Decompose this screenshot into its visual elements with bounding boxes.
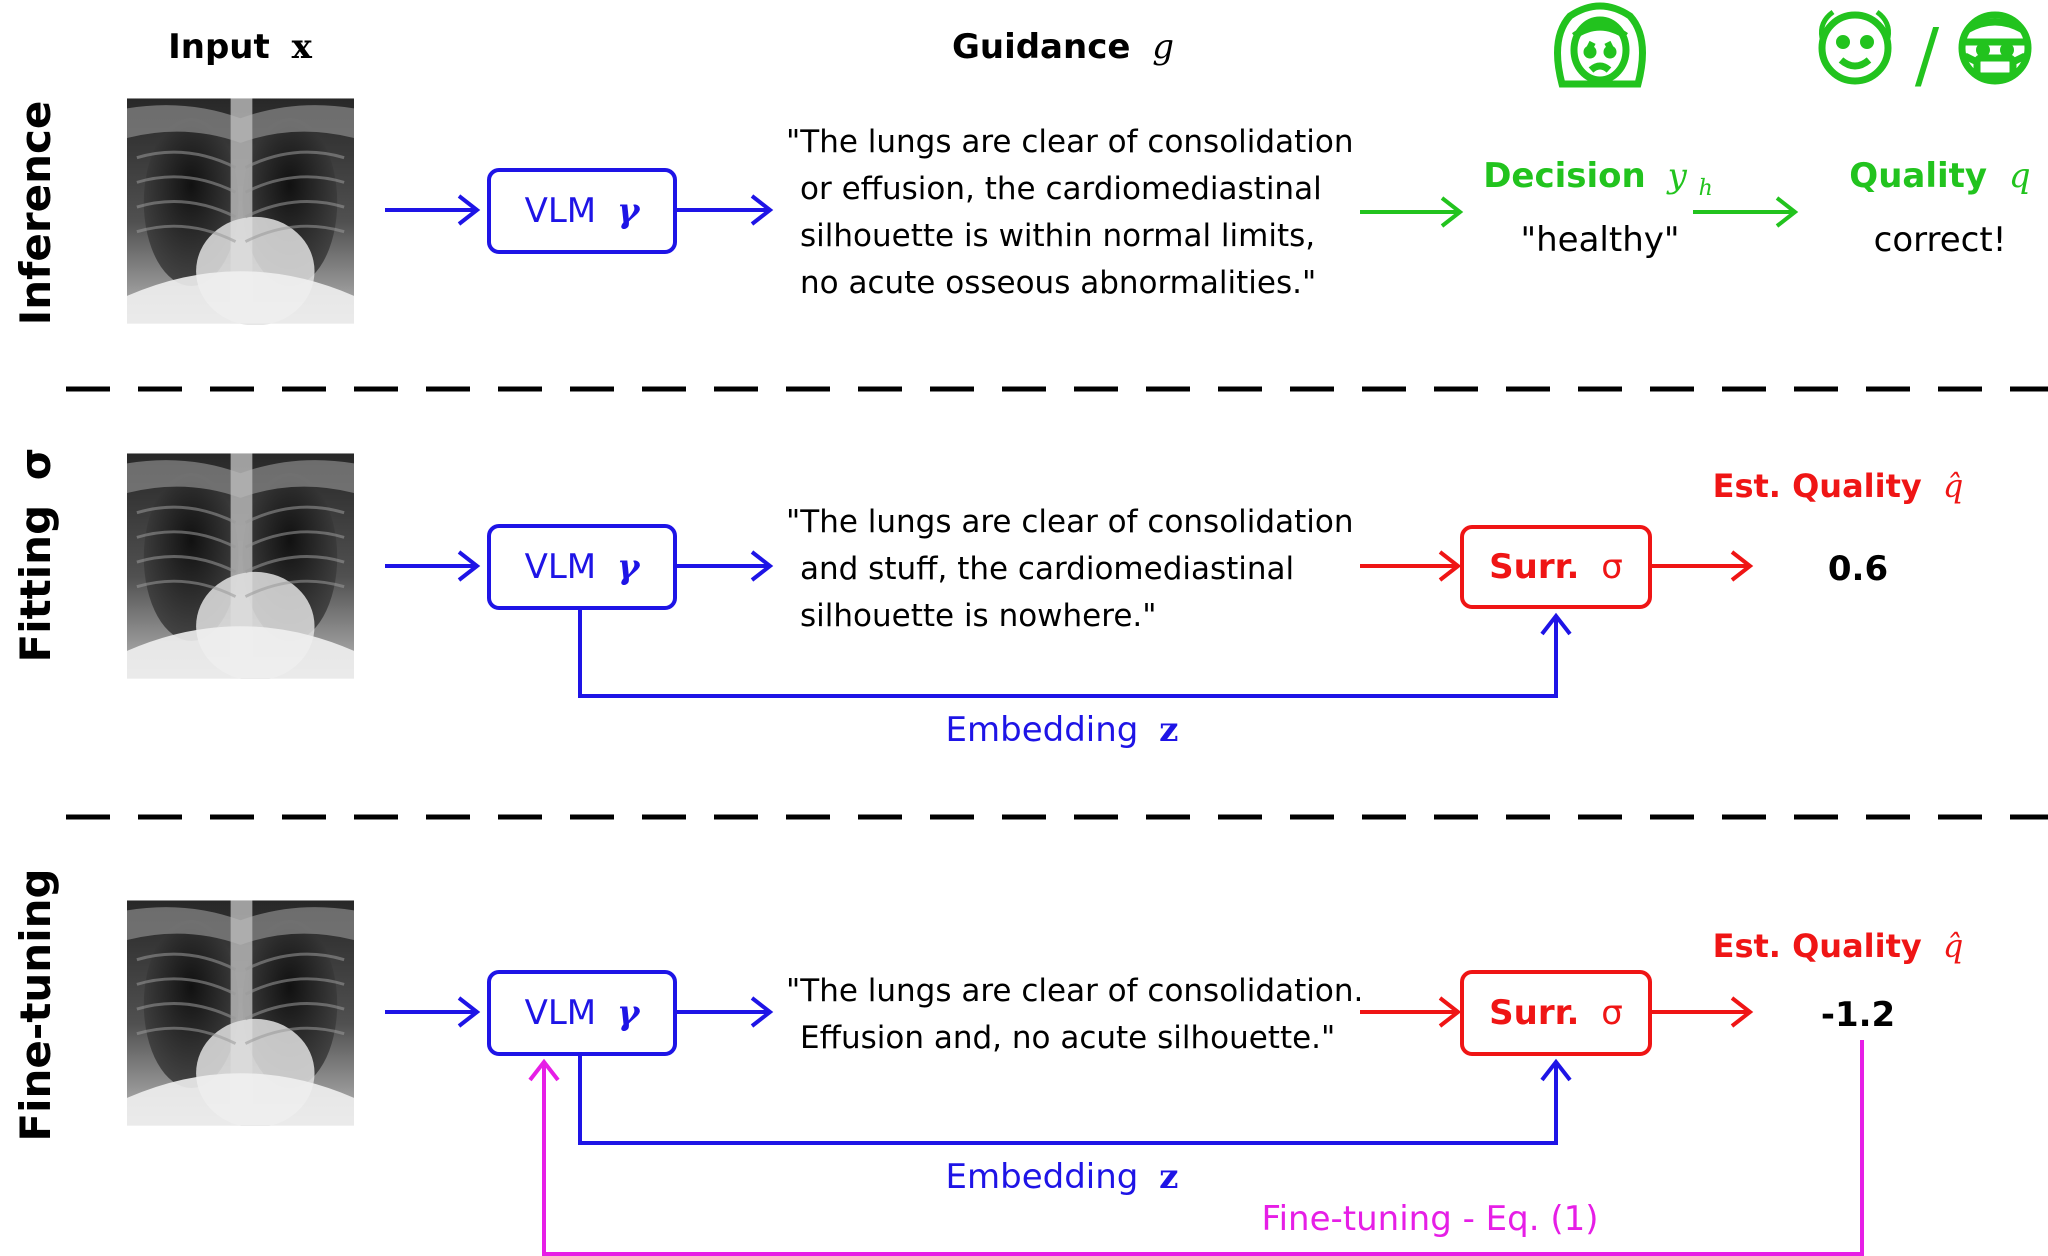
- row-title-finetuning: Fine-tuning: [11, 868, 60, 1141]
- est-quality-value: -1.2: [1821, 995, 1895, 1035]
- svg-text:"The lungs are clear of consol: "The lungs are clear of consolidation: [786, 504, 1353, 540]
- svg-text:"The lungs are clear of consol: "The lungs are clear of consolidation: [786, 124, 1353, 160]
- quality-heading: Quality q: [1849, 156, 2030, 196]
- surrogate-box-label: Surr. σ: [1489, 993, 1623, 1033]
- svg-text:no acute osseous abnormalities: no acute osseous abnormalities.": [800, 265, 1316, 301]
- decision-heading: Decision y h: [1483, 156, 1713, 201]
- chest-xray-image: [127, 900, 354, 1126]
- doctor-with-mask-icon: [1958, 11, 2032, 85]
- guidance-symbol: g: [1152, 27, 1174, 67]
- guidance-label: Guidance: [952, 27, 1130, 67]
- est-quality-heading: Est. Quality q̂: [1713, 927, 1964, 965]
- vlm-box-label: VLM γ: [525, 993, 641, 1033]
- chest-xray-image: [127, 453, 354, 679]
- finetuning-feedback-label: Fine-tuning - Eq. (1): [1262, 1199, 1599, 1239]
- est-quality-value: 0.6: [1828, 549, 1888, 589]
- row-title-fitting: Fitting σ: [11, 448, 60, 663]
- embedding-connector: [578, 608, 1558, 698]
- vlm-box-label: VLM γ: [525, 191, 641, 231]
- est-quality-heading: Est. Quality q̂: [1713, 467, 1964, 505]
- row-title-inference: Inference: [11, 101, 60, 326]
- input-header: Input x: [168, 27, 313, 67]
- svg-text:or effusion, the cardiomediast: or effusion, the cardiomediastinal: [800, 171, 1322, 207]
- embedding-label: Embedding z: [946, 710, 1179, 750]
- svg-text:silhouette is nowhere.": silhouette is nowhere.": [800, 598, 1157, 634]
- guidance-text: "The lungs are clear of consolidation. E…: [786, 973, 1363, 1056]
- input-label: Input: [168, 27, 270, 67]
- embedding-connector: [578, 1054, 1558, 1145]
- svg-text:"The lungs are clear of consol: "The lungs are clear of consolidation.: [786, 973, 1363, 1009]
- smiling-face-icon: [1818, 9, 1892, 85]
- surrogate-box-label: Surr. σ: [1489, 547, 1623, 587]
- vlm-box-label: VLM γ: [525, 547, 641, 587]
- svg-text:silhouette is within normal li: silhouette is within normal limits,: [800, 218, 1315, 254]
- svg-text:Effusion and, no acute silhoue: Effusion and, no acute silhouette.": [800, 1020, 1335, 1056]
- guidance-text: "The lungs are clear of consolidation an…: [786, 504, 1353, 634]
- decision-value: "healthy": [1520, 220, 1679, 260]
- embedding-label: Embedding z: [946, 1157, 1179, 1197]
- quality-value: correct!: [1874, 220, 2007, 260]
- svg-text:and stuff, the cardiomediastin: and stuff, the cardiomediastinal: [800, 551, 1294, 587]
- guidance-header: Guidance g: [952, 27, 1174, 67]
- finetuning-feedback-connector: [542, 1040, 1864, 1256]
- chest-xray-image: [127, 97, 354, 325]
- icon-separator: /: [1915, 13, 1940, 97]
- guidance-text: "The lungs are clear of consolidation or…: [786, 124, 1353, 301]
- worried-woman-icon: [1554, 2, 1646, 88]
- input-symbol: x: [292, 27, 313, 67]
